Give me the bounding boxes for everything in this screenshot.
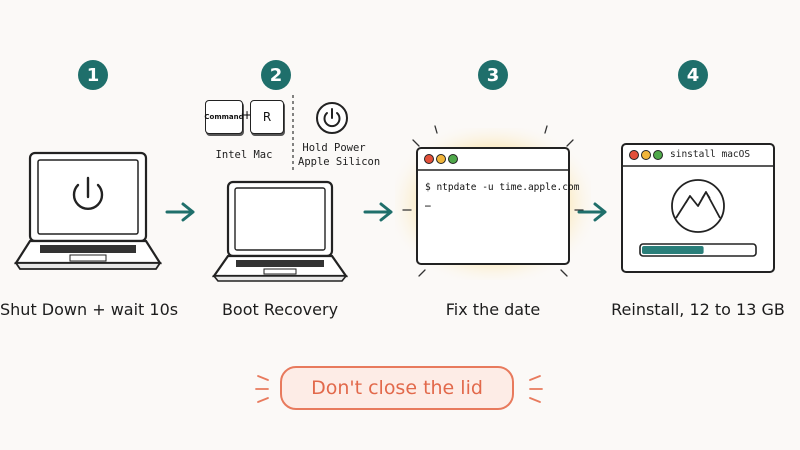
step-4-badge: 4 bbox=[678, 60, 708, 90]
divider-line bbox=[292, 95, 294, 170]
warning-ticks-right bbox=[529, 375, 543, 403]
installer-window-title: sinstall macOS bbox=[670, 149, 751, 160]
arrow-right-icon bbox=[363, 202, 393, 222]
step-1-caption: Shut Down + wait 10s bbox=[0, 300, 179, 319]
hold-power-label: Hold Power bbox=[302, 142, 366, 154]
step-3-badge: 3 bbox=[478, 60, 508, 90]
power-button-icon bbox=[316, 102, 348, 134]
step-1-badge: 1 bbox=[78, 60, 108, 90]
install-progress-fill bbox=[642, 246, 704, 254]
step-2-badge: 2 bbox=[261, 60, 291, 90]
plus-sign: + bbox=[242, 108, 253, 122]
terminal-illustration bbox=[395, 125, 591, 280]
arrow-right-icon bbox=[165, 202, 195, 222]
apple-silicon-label: Apple Silicon bbox=[298, 156, 381, 168]
warning-pill: Don't close the lid bbox=[280, 366, 514, 410]
mountain-icon bbox=[671, 179, 725, 233]
laptop-power-illustration bbox=[13, 151, 163, 270]
command-key: Command bbox=[204, 100, 244, 134]
warning-ticks-left bbox=[255, 375, 269, 403]
step-3-caption: Fix the date bbox=[445, 300, 541, 319]
step-2-caption: Boot Recovery bbox=[221, 300, 339, 319]
step-4-caption: Reinstall, 12 to 13 GB bbox=[611, 300, 785, 319]
terminal-cursor: _ bbox=[425, 196, 431, 207]
r-key: R bbox=[250, 100, 284, 134]
laptop-recovery-illustration bbox=[211, 180, 349, 282]
power-icon bbox=[72, 176, 104, 210]
terminal-command: $ ntpdate -u time.apple.com bbox=[425, 182, 580, 193]
warning-text: Don't close the lid bbox=[311, 377, 483, 399]
intel-mac-label: Intel Mac bbox=[215, 149, 273, 161]
arrow-right-icon bbox=[577, 202, 607, 222]
installer-window-illustration bbox=[621, 143, 775, 273]
